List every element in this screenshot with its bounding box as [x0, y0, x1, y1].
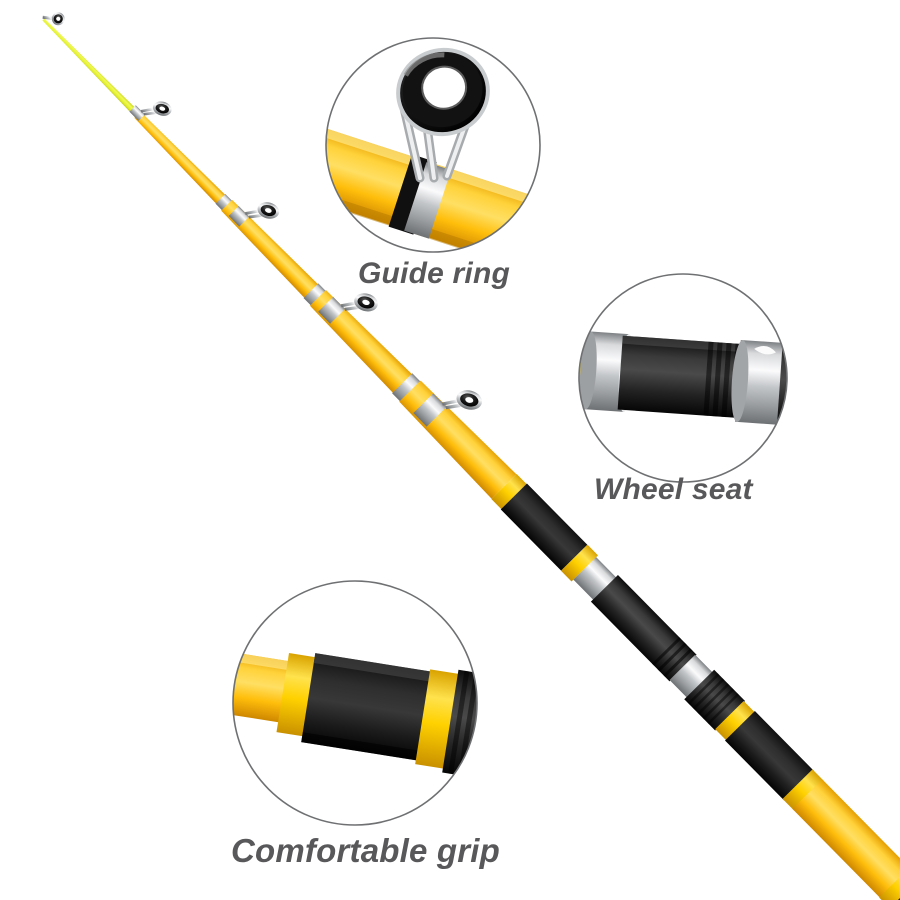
- rod-ferrule: [303, 283, 327, 307]
- rod-guide-ring: [228, 202, 280, 227]
- callout-circle-outline: [232, 580, 478, 826]
- callout-label-comfortable-grip: Comfortable grip: [231, 832, 501, 869]
- guide-ring-insert: [396, 47, 490, 137]
- reel-seat-thread-ring: [657, 642, 687, 672]
- reel-seat-lower-hood: [669, 654, 714, 699]
- rear-grip-yellow-band-lower: [782, 769, 824, 811]
- callout-wheel-seat: [578, 273, 788, 483]
- rod-guide-ring: [129, 101, 172, 121]
- reel-seat-hood: [573, 557, 618, 601]
- callout-comfortable-grip: [232, 580, 478, 826]
- rod-blank-section-1: [134, 111, 228, 207]
- callout-circle-outline: [325, 37, 541, 253]
- foregrip-yellow-band-lower: [560, 544, 599, 582]
- rod-guide-ring: [413, 390, 483, 427]
- foregrip-foam: [500, 483, 588, 571]
- rod-butt-blank: [792, 779, 900, 899]
- reel-seat-thread-ring: [651, 636, 682, 666]
- callout-label-wheel-seat: Wheel seat: [594, 473, 753, 506]
- callout-guide-ring: [325, 37, 541, 253]
- rod-ferrule: [215, 193, 234, 212]
- rear-grip-foam: [724, 711, 814, 801]
- rod-blank-section-2: [221, 199, 322, 302]
- grip-end-cap: [442, 669, 477, 783]
- rod-ferrule: [392, 373, 422, 403]
- rod-tip-section: [42, 18, 142, 119]
- butt-grip-yellow-band-upper: [879, 867, 900, 900]
- rod-tip-top-guide: [42, 12, 65, 26]
- reel-seat-barrel: [590, 574, 697, 682]
- foregrip-yellow-band-upper: [491, 474, 527, 509]
- callout-label-guide-ring: Guide ring: [358, 257, 510, 290]
- rear-grip-yellow-band-upper: [715, 701, 755, 741]
- callout-circle-outline: [578, 273, 788, 483]
- rod-guide-ring: [318, 293, 378, 324]
- fishing-rod-illustration: [42, 12, 900, 900]
- reel-seat-thread-ring: [663, 648, 693, 678]
